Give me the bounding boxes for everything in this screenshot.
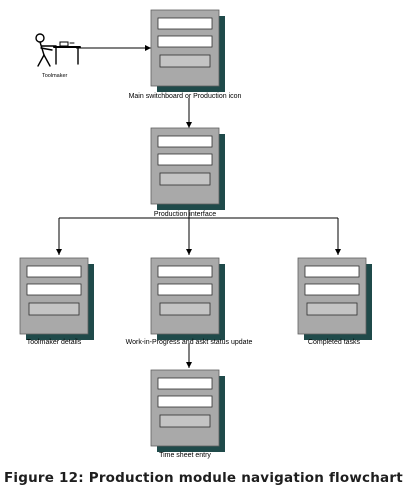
- node-label-main: Main switchboard or Production icon: [129, 93, 242, 100]
- node-production-interface: Production interface: [150, 127, 225, 218]
- node-label-completed: Completed tasks: [308, 339, 361, 346]
- node-toolmaker-details: Toolmaker details: [19, 257, 94, 346]
- toolmaker-actor-label: Toolmaker: [42, 73, 68, 79]
- node-label-interface: Production interface: [154, 211, 216, 218]
- person-at-workbench-icon: [35, 33, 81, 67]
- navigation-flowchart: Toolmaker Main switchboard or Production…: [19, 9, 372, 459]
- node-label-toolmaker: Toolmaker details: [27, 339, 82, 346]
- node-label-timesheet: Time sheet entry: [159, 452, 211, 459]
- toolmaker-actor: Toolmaker: [35, 33, 81, 79]
- node-label-wip: Work-in-Progress and askt status update: [126, 339, 253, 346]
- node-main-switchboard: Main switchboard or Production icon: [129, 9, 242, 100]
- node-completed-tasks: Completed tasks: [297, 257, 372, 346]
- node-time-sheet-entry: Time sheet entry: [150, 369, 225, 459]
- figure-caption: Figure 12: Production module navigation …: [4, 470, 403, 486]
- connectors: [56, 45, 341, 368]
- node-work-in-progress: Work-in-Progress and askt status update: [126, 257, 253, 346]
